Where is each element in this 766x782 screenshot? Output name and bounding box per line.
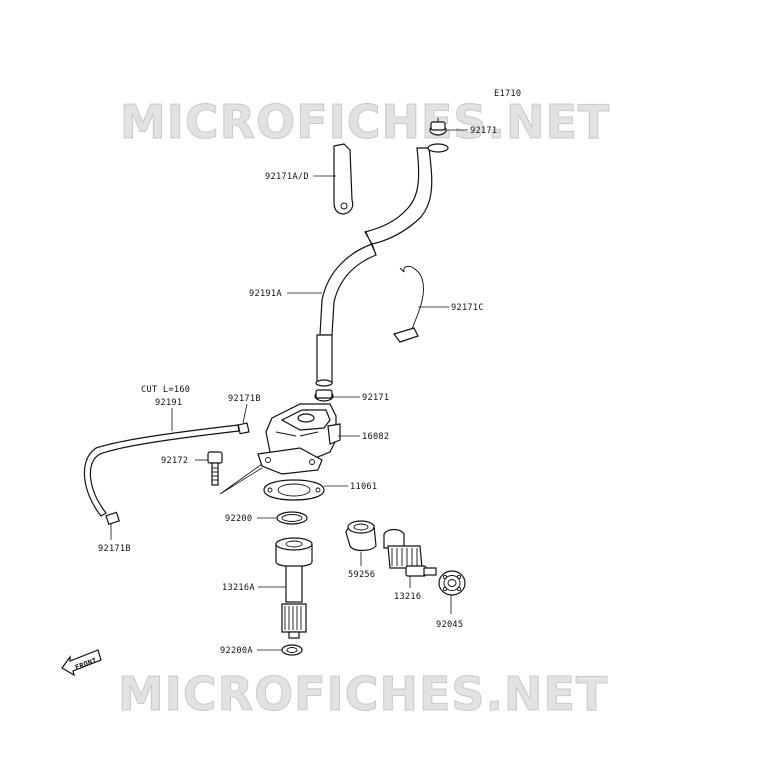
shaft-13216A[interactable] <box>275 537 313 639</box>
label-16082: 16082 <box>362 432 389 442</box>
clamp-92171B-top[interactable] <box>237 422 250 435</box>
clip-92171A-D[interactable] <box>333 143 354 215</box>
clamp-92171B-bot[interactable] <box>105 511 121 526</box>
bushing-59256[interactable] <box>345 520 377 552</box>
leader-92171B-top <box>242 403 248 424</box>
cut-note: CUT L=160 <box>141 385 190 395</box>
diagram-code: E1710 <box>494 89 521 99</box>
pump-body-16082[interactable] <box>257 403 341 475</box>
label-92045: 92045 <box>436 620 463 630</box>
label-13216: 13216 <box>394 592 421 602</box>
clip-92171C[interactable] <box>393 265 424 343</box>
assembly-guide-line <box>219 463 263 495</box>
label-92171A-D: 92171A/D <box>265 172 309 182</box>
label-92200: 92200 <box>225 514 252 524</box>
label-92172: 92172 <box>161 456 188 466</box>
hose-92191A[interactable] <box>315 143 449 387</box>
gearshaft-13216[interactable] <box>383 528 437 577</box>
label-92200A: 92200A <box>220 646 253 656</box>
label-92171B-top: 92171B <box>228 394 261 404</box>
label-92171-mid: 92171 <box>362 393 389 403</box>
watermark-top: MICROFICHES.NET <box>120 95 610 149</box>
label-11061: 11061 <box>350 482 377 492</box>
bearing-92045[interactable] <box>438 570 466 596</box>
label-92171B-bot: 92171B <box>98 544 131 554</box>
oring-92200[interactable] <box>276 511 308 525</box>
label-92171-top: 92171 <box>470 126 497 136</box>
front-arrow-icon: FRONT <box>61 649 102 677</box>
clamp-92171-mid[interactable] <box>314 389 334 402</box>
hose-92191[interactable] <box>83 424 240 517</box>
watermark-bottom: MICROFICHES.NET <box>118 667 608 721</box>
bolt-92172[interactable] <box>207 451 223 486</box>
label-92171C: 92171C <box>451 303 484 313</box>
label-92191A: 92191A <box>249 289 282 299</box>
label-92191: 92191 <box>155 398 182 408</box>
gasket-11061[interactable] <box>263 479 325 501</box>
label-13216A: 13216A <box>222 583 255 593</box>
washer-92200A[interactable] <box>281 644 303 656</box>
label-59256: 59256 <box>348 570 375 580</box>
